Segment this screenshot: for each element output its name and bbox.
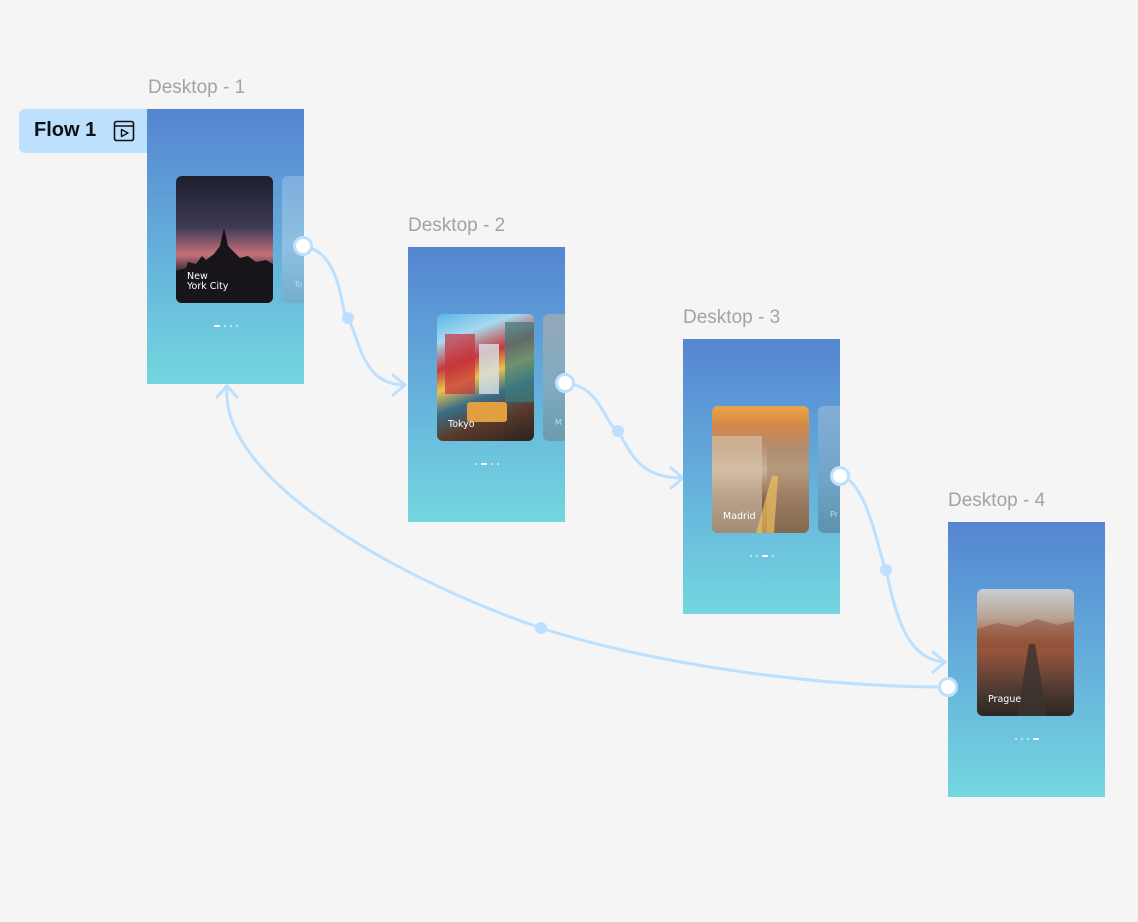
present-icon[interactable] (113, 120, 135, 142)
page-dot[interactable] (771, 555, 774, 557)
page-dot[interactable] (755, 555, 758, 557)
pagination-dots (408, 463, 565, 465)
connection-2-to-3 (563, 381, 685, 480)
connection-midpoint-4 (535, 622, 547, 634)
connection-midpoint-1 (342, 312, 354, 324)
frame-title-desktop-3[interactable]: Desktop - 3 (683, 307, 781, 328)
page-dot[interactable] (1014, 738, 1017, 740)
frame-desktop-4[interactable]: Prague (948, 522, 1105, 797)
page-dot[interactable] (474, 463, 477, 465)
next-card-label: To (294, 280, 303, 289)
bridge-image (977, 619, 1074, 716)
page-dot[interactable] (229, 325, 232, 327)
next-card-preview: Pr (818, 406, 840, 533)
page-dot[interactable] (1020, 738, 1023, 740)
page-dot[interactable] (235, 325, 238, 327)
next-card-preview: To (282, 176, 304, 303)
city-card-tokyo: Tokyo (437, 314, 534, 441)
page-dot[interactable] (490, 463, 493, 465)
connection-midpoint-2 (612, 425, 624, 437)
frame-title-desktop-4[interactable]: Desktop - 4 (948, 490, 1046, 511)
frame-title-desktop-1[interactable]: Desktop - 1 (148, 77, 246, 98)
pagination-dots (948, 738, 1105, 740)
arrow-head-2 (391, 373, 408, 397)
city-name: New York City (187, 271, 229, 292)
connection-3-to-4 (838, 474, 947, 664)
page-dot[interactable] (1026, 738, 1029, 740)
frame-title-desktop-2[interactable]: Desktop - 2 (408, 215, 506, 236)
next-card-label: M (555, 418, 562, 427)
arrow-head-1 (215, 383, 239, 399)
pagination-dots (147, 325, 304, 327)
pagination-dots (683, 555, 840, 557)
page-dot[interactable] (223, 325, 226, 327)
page-dot[interactable] (480, 463, 487, 465)
page-dot[interactable] (213, 325, 220, 327)
next-card-preview: M (543, 314, 565, 441)
page-dot[interactable] (761, 555, 768, 557)
next-card-label: Pr (830, 510, 838, 519)
page-dot[interactable] (496, 463, 499, 465)
city-card-new-york: New York City (176, 176, 273, 303)
frame-desktop-2[interactable]: Tokyo M (408, 247, 565, 522)
frame-desktop-1[interactable]: New York City To (147, 109, 304, 384)
flow-label: Flow 1 (34, 119, 97, 141)
flow-starting-point[interactable]: Flow 1 (19, 109, 147, 153)
city-name: Madrid (723, 511, 756, 522)
page-dot[interactable] (749, 555, 752, 557)
city-card-prague: Prague (977, 589, 1074, 716)
street-image (445, 322, 534, 422)
city-card-madrid: Madrid (712, 406, 809, 533)
arrow-head-4 (931, 650, 948, 674)
city-image (712, 436, 809, 533)
connection-1-to-2 (301, 244, 407, 387)
frame-desktop-3[interactable]: Madrid Pr (683, 339, 840, 614)
city-name: Prague (988, 694, 1022, 705)
skyline-image (176, 228, 273, 303)
page-dot[interactable] (1032, 738, 1039, 740)
city-name: Tokyo (448, 419, 475, 430)
connection-midpoint-3 (880, 564, 892, 576)
